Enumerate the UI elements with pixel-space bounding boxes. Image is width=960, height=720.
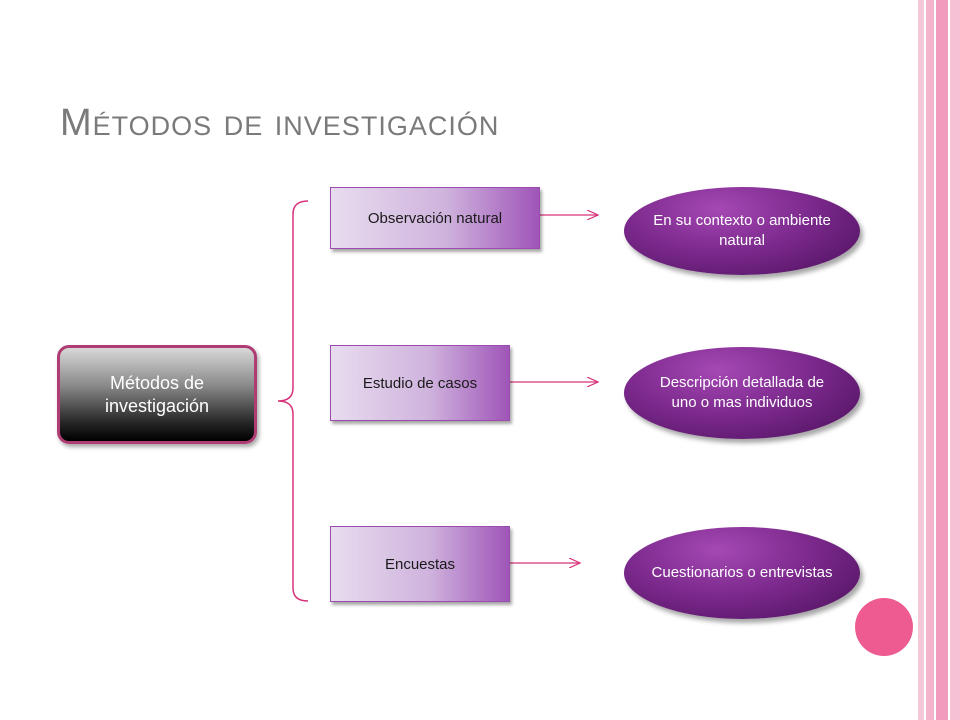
decorative-circle-icon xyxy=(855,598,913,656)
decorative-stripe xyxy=(936,0,948,720)
brace-connector xyxy=(277,200,309,602)
method-node-encuestas: Encuestas xyxy=(330,526,510,602)
decorative-stripe xyxy=(926,0,934,720)
decorative-stripe xyxy=(934,0,936,720)
decorative-stripe xyxy=(924,0,926,720)
result-label: En su contexto o ambiente natural xyxy=(653,212,831,249)
result-node-contexto: En su contexto o ambiente natural xyxy=(624,187,860,275)
decorative-stripe xyxy=(948,0,950,720)
result-label: Descripción detallada de uno o mas indiv… xyxy=(659,374,825,411)
method-label: Estudio de casos xyxy=(362,374,478,392)
decorative-stripe xyxy=(950,0,960,720)
root-node: Métodos de investigación xyxy=(57,345,257,444)
method-label: Observación natural xyxy=(367,209,503,227)
method-label: Encuestas xyxy=(384,555,456,573)
result-node-descripcion: Descripción detallada de uno o mas indiv… xyxy=(624,347,860,439)
method-node-observacion: Observación natural xyxy=(330,187,540,249)
result-node-cuestionarios: Cuestionarios o entrevistas xyxy=(624,527,860,619)
result-label: Cuestionarios o entrevistas xyxy=(651,564,833,581)
root-node-label: Métodos de investigación xyxy=(104,372,210,416)
decorative-stripe xyxy=(918,0,924,720)
method-node-estudio-casos: Estudio de casos xyxy=(330,345,510,421)
slide-title: Métodos de investigación xyxy=(60,102,500,144)
